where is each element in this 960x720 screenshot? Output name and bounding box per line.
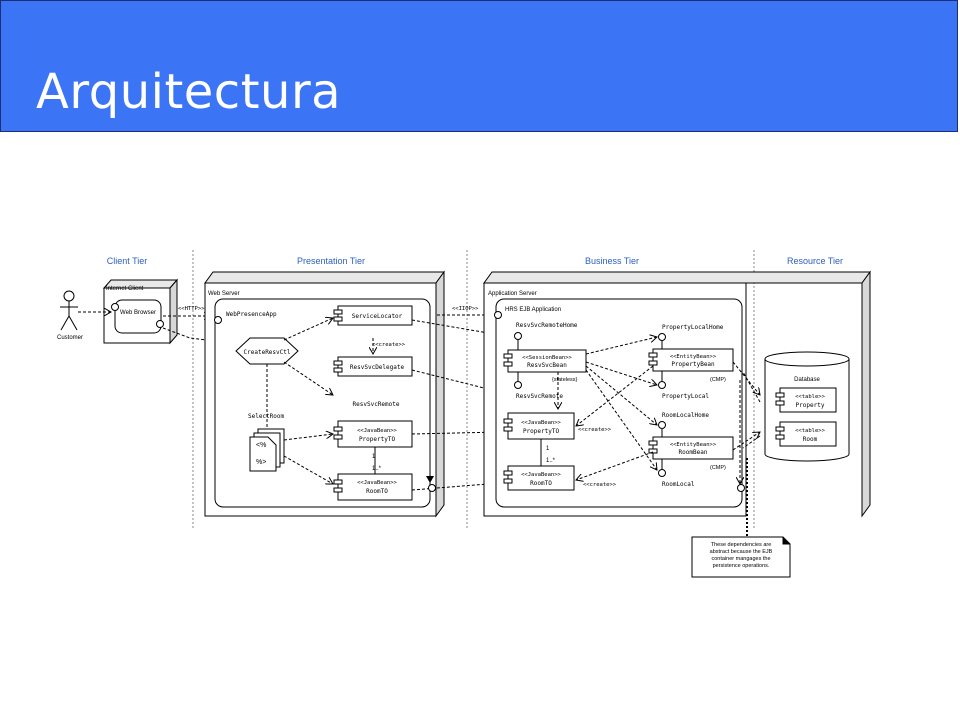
property-to-stereotype: <<JavaBean>> <box>357 428 397 434</box>
web-server-label: Web Server <box>208 291 240 297</box>
room-local-home-label: RoomLocalHome <box>662 412 709 419</box>
presentation-remote-label: ResvSvcRemote <box>353 401 400 408</box>
property-bean-label: PropertyBean <box>671 361 715 368</box>
business-mult-one: 1 <box>546 446 550 452</box>
tier-client-label: Client Tier <box>107 256 148 266</box>
business-mult-many: 1..* <box>546 458 556 464</box>
create-stereotype-presentation: <<create>> <box>372 342 406 348</box>
delegate-label: ResvSvcDelegate <box>350 364 405 371</box>
property-to-label: PropertyTO <box>359 436 396 443</box>
note-line-3: container mangages the <box>711 556 770 562</box>
session-bean-stereotype: <<SessionBean>> <box>522 355 572 361</box>
application-server-label: Application Server <box>488 291 537 297</box>
room-local-label: RoomLocal <box>662 481 695 488</box>
room-to-label: RoomTO <box>366 488 388 495</box>
web-browser-box <box>114 299 162 334</box>
web-browser-label: Web Browser <box>120 310 156 316</box>
presentation-mult-one: 1 <box>372 454 376 460</box>
customer-label: Customer <box>57 335 83 341</box>
tier-resource-label: Resource Tier <box>787 256 843 266</box>
entity-bean-stereotype-2: <<EntityBean>> <box>670 442 717 448</box>
presentation-components <box>333 305 413 501</box>
cmp-label-2: (CMP) <box>710 465 726 471</box>
stateless-label: {stateless} <box>552 377 578 383</box>
cmp-label-1: (CMP) <box>710 377 726 383</box>
jsp-close-tag: %> <box>256 459 266 466</box>
create-stereotype-2: <<create>> <box>583 482 617 488</box>
room-bean-label: RoomBean <box>679 449 708 456</box>
create-resv-ctl-label: CreateResvCtl <box>244 349 291 356</box>
business-room-to-stereotype: <<JavaBean>> <box>521 472 561 478</box>
web-presence-label: WebPresenceApp <box>226 311 277 318</box>
jsp-open-tag: <% <box>256 442 266 449</box>
hrs-app-label: HRS EJB Application <box>505 307 561 313</box>
select-room-label: SelectRoom <box>248 413 285 420</box>
table-stereotype-2: <<table>> <box>795 428 825 434</box>
session-bean-label: ResvSvcBean <box>527 362 567 369</box>
create-resv-ctl-shape <box>235 337 299 365</box>
business-property-to-stereotype: <<JavaBean>> <box>521 420 561 426</box>
create-stereotype-1: <<create>> <box>578 427 612 433</box>
note-line-2: abstract because the EJB <box>710 549 773 555</box>
business-room-to-label: RoomTO <box>530 480 552 487</box>
note-line-4: persistence operations. <box>713 563 770 569</box>
business-dependencies <box>558 337 760 484</box>
note-line-1: These dependencies are <box>711 542 772 548</box>
database-label: Database <box>794 377 820 383</box>
slide-header <box>0 0 958 132</box>
property-table-label: Property <box>796 402 825 409</box>
jsp-page-icon <box>249 428 285 472</box>
property-local-home-label: PropertyLocalHome <box>662 324 724 331</box>
slide-title: Arquitectura <box>36 64 342 120</box>
remote-home-label: ResvSvcRemoteHome <box>516 322 578 329</box>
entity-bean-stereotype-1: <<EntityBean>> <box>670 354 717 360</box>
service-locator-label: ServiceLocator <box>352 313 403 320</box>
business-property-to-label: PropertyTO <box>523 428 560 435</box>
tier-business-label: Business Tier <box>585 256 639 266</box>
iiop-stereotype: <<IIOP>> <box>452 306 479 312</box>
table-stereotype-1: <<table>> <box>795 394 825 400</box>
http-stereotype: <<HTTP>> <box>178 306 205 312</box>
customer-actor <box>60 290 78 331</box>
room-table-label: Room <box>803 436 818 443</box>
internet-client-label: Internet Client <box>106 286 144 292</box>
business-remote-label: ResvSvcRemote <box>516 393 563 400</box>
presentation-mult-many: 1..* <box>372 466 382 472</box>
note-shape <box>691 536 791 578</box>
tier-presentation-label: Presentation Tier <box>297 256 365 266</box>
room-to-stereotype: <<JavaBean>> <box>357 480 397 486</box>
database-tables <box>775 387 837 447</box>
business-components <box>503 348 734 491</box>
property-local-label: PropertyLocal <box>662 393 709 400</box>
